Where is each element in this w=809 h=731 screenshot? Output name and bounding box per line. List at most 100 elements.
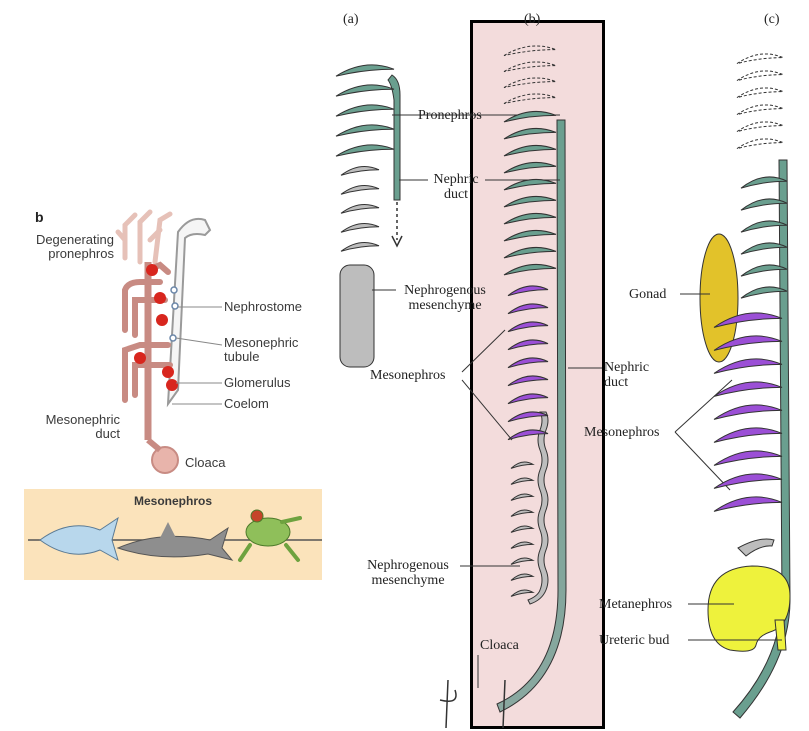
panel-b-degenerated-tubule	[503, 77, 557, 89]
panel-c-degenerated-tubule	[736, 104, 784, 116]
gonad	[699, 233, 739, 363]
panel-c-teal-tubule	[740, 264, 788, 277]
panel-a-nephric-duct	[387, 74, 401, 201]
panel-b-mesonephros-tubule	[507, 429, 549, 441]
panel-b-mesonephros-tubule	[507, 339, 549, 351]
panel-b	[439, 119, 567, 729]
metanephros-label: Metanephros	[599, 597, 673, 612]
panel-c-degenerated-tubule	[736, 87, 784, 99]
panel-b-mesenchyme-tubule	[510, 477, 535, 485]
mesonephric-tubule-label: Mesonephric tubule	[224, 335, 299, 364]
panel-a-grey-tubule	[340, 222, 380, 233]
panel-c-mesonephros-tubule	[713, 335, 783, 351]
panel-c-teal-tubule	[740, 220, 788, 233]
cloaca-inset-label: Cloaca	[185, 455, 226, 470]
panel-b-mesenchyme-tubule	[510, 525, 535, 533]
panel-b-degenerated-tubule	[503, 93, 557, 105]
panel-b-mesenchyme-tubule	[510, 589, 535, 597]
panel-b-mesenchyme-tubule	[510, 493, 535, 501]
panel-a-letter: (a)	[343, 12, 359, 27]
panel-a-nephric-duct-label: Nephric duct	[433, 172, 479, 202]
panel-a-grey-tubule	[340, 184, 380, 195]
panel-c-grey-tubule	[737, 538, 775, 557]
panel-b-nephric-duct	[496, 119, 567, 713]
panel-a-grey-tubule	[340, 203, 380, 214]
panel-b-pronephros-tubule	[503, 161, 557, 174]
panel-c-mesonephros-tubule	[713, 496, 783, 512]
panel-b-pronephros-tubule	[503, 229, 557, 242]
panel-b-mesonephros-tubule	[507, 357, 549, 369]
panel-b-pronephros-tubule	[503, 110, 557, 123]
panel-b-highlight-box	[470, 20, 605, 729]
panel-c-mesonephros-tubule	[713, 404, 783, 420]
panel-b-mesenchyme-tubule	[510, 461, 535, 469]
panel-b-degenerated-tubule	[503, 61, 557, 73]
panel-a-grey-tubule	[340, 165, 380, 176]
panel-a-mesenchyme	[339, 264, 375, 368]
fish-icon	[39, 516, 119, 562]
panel-c-teal-tubule	[740, 242, 788, 255]
coelom-tube	[166, 217, 212, 408]
panel-b-mesenchyme-tubule	[510, 573, 535, 581]
panel-c-mesonephros-tubule	[713, 473, 783, 489]
panel-a	[339, 74, 403, 368]
glomerulus-label: Glomerulus	[224, 375, 291, 390]
frog-icon	[245, 517, 291, 547]
inset-letter: b	[35, 209, 44, 225]
cloaca-bulb	[151, 446, 179, 474]
pronephros-tubule	[335, 64, 395, 77]
panel-b-nephrogenous-cord	[527, 411, 549, 605]
panel-c-mesonephros-tubule	[713, 358, 783, 374]
panel-b-mesonephros-tubule	[507, 411, 549, 423]
panel-b-degenerated-tubule	[503, 45, 557, 57]
panel-c-letter: (c)	[764, 12, 780, 27]
panel-b-mesonephros-tubule	[507, 393, 549, 405]
panel-c-degenerated-tubule	[736, 53, 784, 65]
mesonephric-duct-label: Mesonephric duct	[45, 412, 120, 441]
panel-c-mesonephros-tubule	[713, 312, 783, 328]
animal-icons	[28, 509, 322, 562]
panel-a-grey-tubule	[340, 241, 380, 252]
panel-b-nephric-duct-label: Nephric duct	[604, 360, 650, 390]
pronephros-tubule	[335, 84, 395, 97]
degenerating-pronephros	[115, 209, 173, 265]
panel-b-pronephros-tubule	[503, 195, 557, 208]
gonad-label: Gonad	[629, 287, 667, 302]
panel-b-mesonephros-tubule	[507, 303, 549, 315]
pronephros-tubule	[335, 104, 395, 117]
panel-a-nephrogenous-label: Nephrogenous mesenchyme	[404, 283, 486, 313]
nephrostomes	[169, 286, 179, 342]
mesonephros-banner: Mesonephros	[133, 494, 212, 508]
panel-c-mesonephros-tubule	[713, 450, 783, 466]
panel-b-pronephros-tubule	[503, 212, 557, 225]
panel-c-mesonephros-tubule	[713, 381, 783, 397]
panel-c-degenerated-tubule	[736, 138, 784, 150]
pronephros-label: Pronephros	[418, 108, 482, 123]
panel-b-mesenchyme-tubule	[510, 541, 535, 549]
panel-b-mesonephros-tubule	[507, 285, 549, 297]
panel-c-teal-tubule	[740, 198, 788, 211]
panel-b-mesenchyme-tubule	[510, 557, 535, 565]
degenerating-pronephros-label: Degenerating pronephros	[35, 232, 114, 261]
panel-b-letter: (b)	[524, 12, 541, 27]
panel-c	[699, 159, 791, 719]
panel-c-degenerated-tubule	[736, 121, 784, 133]
panel-b-nephrogenous-label: Nephrogenous mesenchyme	[367, 558, 449, 588]
coelom-label: Coelom	[224, 396, 269, 411]
nephrostome-label: Nephrostome	[224, 299, 303, 314]
shark-icon	[116, 526, 234, 561]
panel-c-mesonephros-tubule	[713, 427, 783, 443]
panel-c-teal-tubule	[740, 286, 788, 299]
panel-c-degenerated-tubule	[736, 70, 784, 82]
metanephros	[707, 565, 791, 652]
ureteric-bud-label: Ureteric bud	[599, 633, 670, 648]
panel-b-mesonephros-tubule	[507, 375, 549, 387]
glomeruli	[134, 264, 178, 391]
panel-b-mesenchyme-tubule	[510, 509, 535, 517]
panel-c-mesonephros-label: Mesonephros	[584, 425, 660, 440]
panel-b-pronephros-tubule	[503, 246, 557, 259]
pronephros-tubule	[335, 124, 395, 137]
